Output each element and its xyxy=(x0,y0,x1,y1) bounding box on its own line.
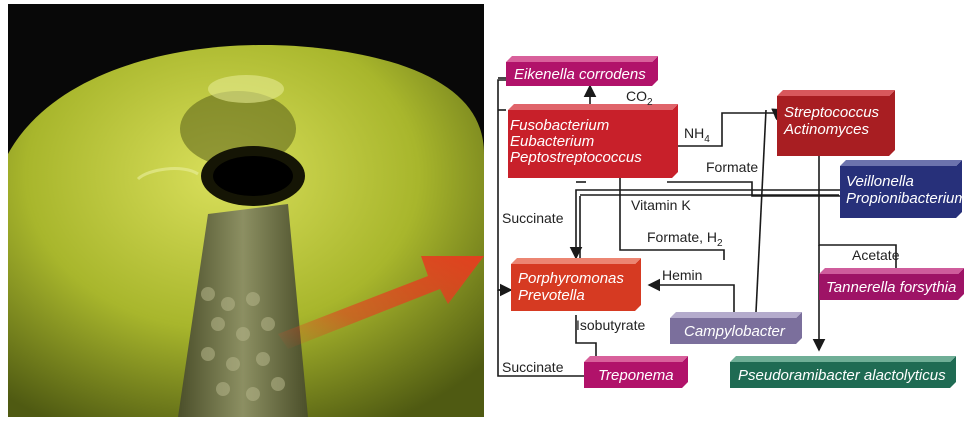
pseudoramibacter-label: Pseudoramibacter alactolyticus xyxy=(738,367,946,384)
fuso-label-1: Fusobacterium xyxy=(510,117,609,134)
formate-h2-label: Formate, H2 xyxy=(647,229,723,249)
vitamin-k-label: Vitamin K xyxy=(631,197,691,213)
box-pseudoramibacter: Pseudoramibacter alactolyticus xyxy=(730,356,956,388)
porph-label-2: Prevotella xyxy=(518,287,585,304)
veil-label-1: Veillonella xyxy=(846,173,914,190)
treponema-label: Treponema xyxy=(598,367,674,384)
box-streptococcus-group: Streptococcus Actinomyces xyxy=(777,90,895,156)
strep-label-1: Streptococcus xyxy=(784,104,880,121)
box-treponema: Treponema xyxy=(584,356,688,388)
bacteria-interaction-diagram: Eikenella corrodens Fusobacterium Eubact… xyxy=(484,0,968,421)
acetate-label: Acetate xyxy=(852,247,900,263)
porph-label-1: Porphyromonas xyxy=(518,270,624,287)
box-tannerella: Tannerella forsythia xyxy=(819,268,964,300)
box-veillonella-group: Veillonella Propionibacterium xyxy=(840,160,967,218)
fuso-label-3: Peptostreptococcus xyxy=(510,149,642,166)
box-fusobacterium-group: Fusobacterium Eubacterium Peptostreptoco… xyxy=(508,104,678,178)
box-porphyromonas-group: Porphyromonas Prevotella xyxy=(511,258,641,311)
tooth-illustration xyxy=(8,4,484,417)
succinate-label-bottom: Succinate xyxy=(502,359,564,375)
eikenella-label: Eikenella corrodens xyxy=(514,66,646,83)
box-campylobacter: Campylobacter xyxy=(670,312,802,344)
nh4-label: NH4 xyxy=(684,125,710,145)
succinate-label-left: Succinate xyxy=(502,210,564,226)
veil-label-2: Propionibacterium xyxy=(846,190,967,207)
tannerella-label: Tannerella forsythia xyxy=(826,279,956,296)
campylobacter-label: Campylobacter xyxy=(684,323,786,340)
hemin-label: Hemin xyxy=(662,267,702,283)
strep-label-2: Actinomyces xyxy=(783,121,870,138)
isobutyrate-label: Isobutyrate xyxy=(576,317,645,333)
box-eikenella: Eikenella corrodens xyxy=(506,56,658,86)
formate-label-top: Formate xyxy=(706,159,758,175)
fuso-label-2: Eubacterium xyxy=(510,133,594,150)
